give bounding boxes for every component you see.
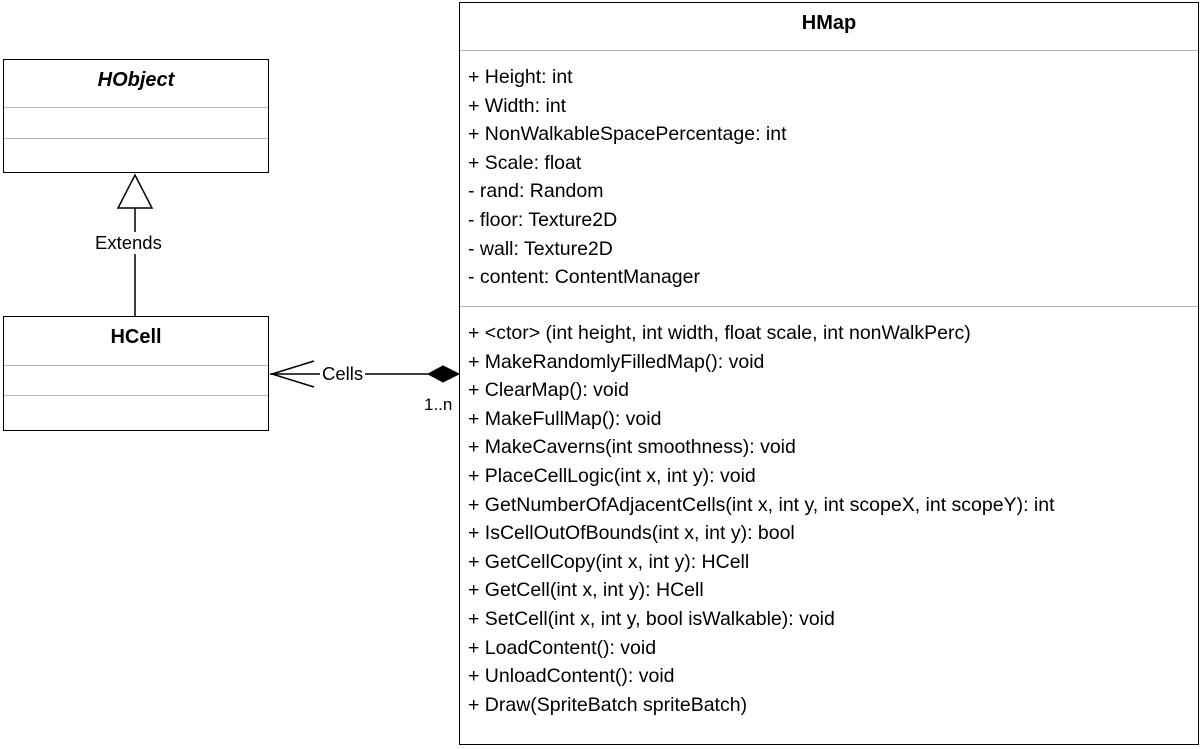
hmap-operation: + UnloadContent(): void bbox=[468, 665, 675, 688]
hmap-operation: + MakeRandomlyFilledMap(): void bbox=[468, 350, 765, 373]
class-name-hcell: HCell bbox=[110, 326, 162, 348]
class-name-hmap: HMap bbox=[801, 12, 857, 34]
hmap-attribute: + Width: int bbox=[468, 94, 567, 117]
composition-multiplicity: 1..n bbox=[424, 395, 453, 414]
hmap-attribute: + Scale: float bbox=[468, 151, 582, 174]
hmap-operation: + GetNumberOfAdjacentCells(int x, int y,… bbox=[468, 493, 1055, 516]
hmap-operation: + MakeCaverns(int smoothness): void bbox=[468, 436, 796, 459]
class-hcell[interactable]: HCell bbox=[3, 316, 269, 431]
hobject-attributes-divider bbox=[4, 107, 268, 108]
generalization-label: Extends bbox=[95, 232, 162, 254]
hmap-operation: + <ctor> (int height, int width, float s… bbox=[468, 322, 971, 344]
hmap-attributes-divider bbox=[460, 50, 1198, 51]
composition-diamond bbox=[426, 365, 461, 383]
composition-open-arrowhead bbox=[269, 360, 315, 388]
hmap-attribute: - content: ContentManager bbox=[468, 266, 700, 289]
hmap-operation-list: + <ctor> (int height, int width, float s… bbox=[468, 319, 1194, 719]
hmap-attribute: + NonWalkableSpacePercentage: int bbox=[468, 123, 787, 146]
hmap-operation: + GetCell(int x, int y): HCell bbox=[468, 579, 704, 602]
hmap-operation: + ClearMap(): void bbox=[468, 379, 629, 402]
class-hmap[interactable]: HMap + Height: int + Width: int + NonWalka… bbox=[459, 2, 1199, 745]
hmap-operation: + GetCellCopy(int x, int y): HCell bbox=[468, 550, 750, 573]
hmap-attribute-list: + Height: int + Width: int + NonWalkableSp… bbox=[468, 63, 1194, 292]
hmap-operation: + MakeFullMap(): void bbox=[468, 407, 662, 430]
composition-label: Cells bbox=[320, 363, 366, 385]
hmap-operations-divider bbox=[460, 306, 1198, 307]
hmap-operation: + IsCellOutOfBounds(int x, int y): bool bbox=[468, 522, 795, 545]
hmap-attribute: - wall: Texture2D bbox=[468, 237, 613, 260]
generalization-arrowhead bbox=[116, 173, 154, 209]
hmap-attribute: - rand: Random bbox=[468, 180, 604, 203]
class-hobject[interactable]: HObject bbox=[3, 59, 269, 173]
hcell-operations-divider bbox=[4, 395, 268, 396]
hmap-operation: + Draw(SpriteBatch spriteBatch) bbox=[468, 693, 748, 716]
hmap-operation: + PlaceCellLogic(int x, int y): void bbox=[468, 464, 756, 487]
class-name-hobject: HObject bbox=[97, 69, 175, 91]
hmap-attribute: + Height: int bbox=[468, 66, 573, 88]
hmap-operation: + SetCell(int x, int y, bool isWalkable)… bbox=[468, 607, 835, 630]
hmap-attribute: - floor: Texture2D bbox=[468, 208, 618, 231]
hobject-operations-divider bbox=[4, 138, 268, 139]
hmap-operation: + LoadContent(): void bbox=[468, 636, 657, 659]
hcell-attributes-divider bbox=[4, 365, 268, 366]
